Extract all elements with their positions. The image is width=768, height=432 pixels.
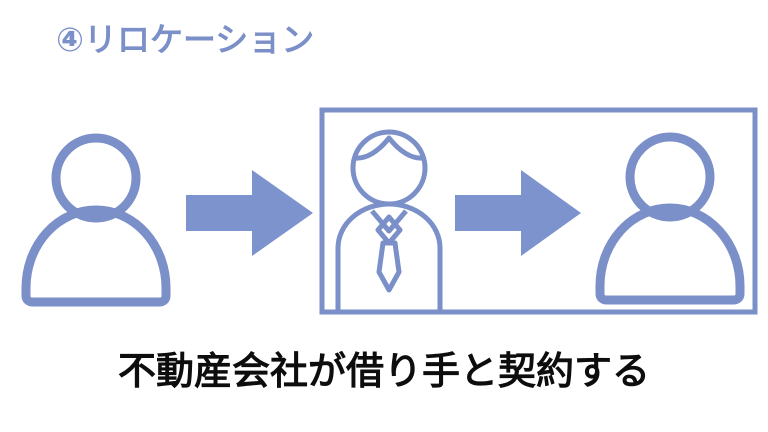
agent-businessman-icon (335, 129, 443, 310)
agency-box (319, 107, 758, 315)
page-title: ④リロケーション (56, 21, 315, 58)
owner-person-icon (21, 133, 171, 307)
first-right-arrow-icon (186, 170, 313, 256)
second-right-arrow-icon (455, 170, 581, 256)
caption-text: 不動産会社が借り手と契約する (117, 351, 650, 393)
tenant-person-icon (595, 132, 745, 305)
